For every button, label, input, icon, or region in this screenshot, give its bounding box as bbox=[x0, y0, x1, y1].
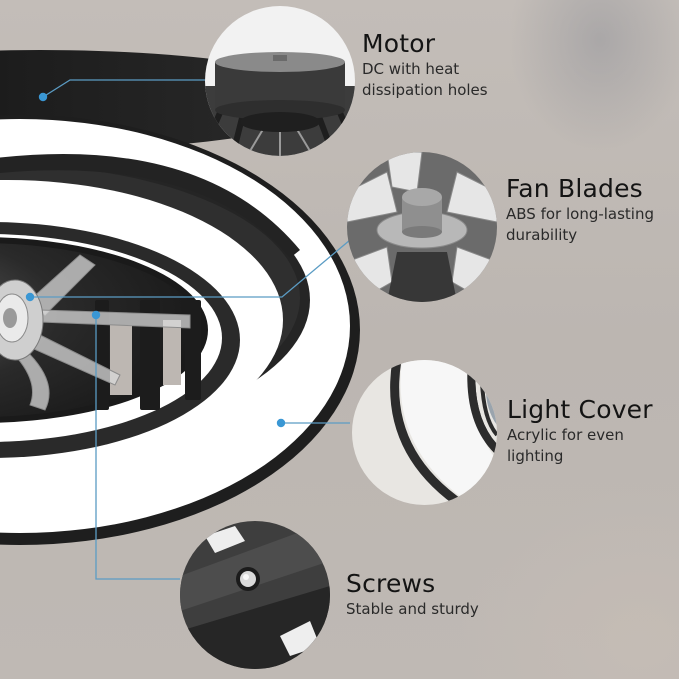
light-cover-detail-image bbox=[352, 360, 497, 505]
feature-title: Light Cover bbox=[507, 395, 653, 424]
feature-title: Motor bbox=[362, 29, 436, 58]
feature-description-line: dissipation holes bbox=[362, 81, 488, 99]
feature-description-line: ABS for long-lasting bbox=[506, 205, 655, 223]
feature-screws: Screws Stable and sturdy bbox=[346, 569, 479, 620]
feature-fan-blades: Fan Blades ABS for long-lasting durabili… bbox=[506, 174, 654, 246]
feature-title: Fan Blades bbox=[506, 174, 643, 203]
fan-blades-detail-image bbox=[347, 152, 497, 302]
motor-detail-image bbox=[205, 6, 355, 156]
feature-light-cover: Light Cover Acrylic for even lighting bbox=[507, 395, 653, 467]
callout-dots bbox=[25, 92, 286, 428]
feature-motor: Motor DC with heat dissipation holes bbox=[362, 29, 488, 101]
callout-lines bbox=[30, 79, 351, 580]
feature-description-line: Stable and sturdy bbox=[346, 600, 479, 618]
feature-description-line: lighting bbox=[507, 447, 564, 465]
feature-description-line: durability bbox=[506, 226, 578, 244]
feature-description-line: DC with heat bbox=[362, 60, 460, 78]
feature-description-line: Acrylic for even bbox=[507, 426, 624, 444]
feature-title: Screws bbox=[346, 569, 436, 598]
screws-detail-image bbox=[180, 521, 330, 669]
